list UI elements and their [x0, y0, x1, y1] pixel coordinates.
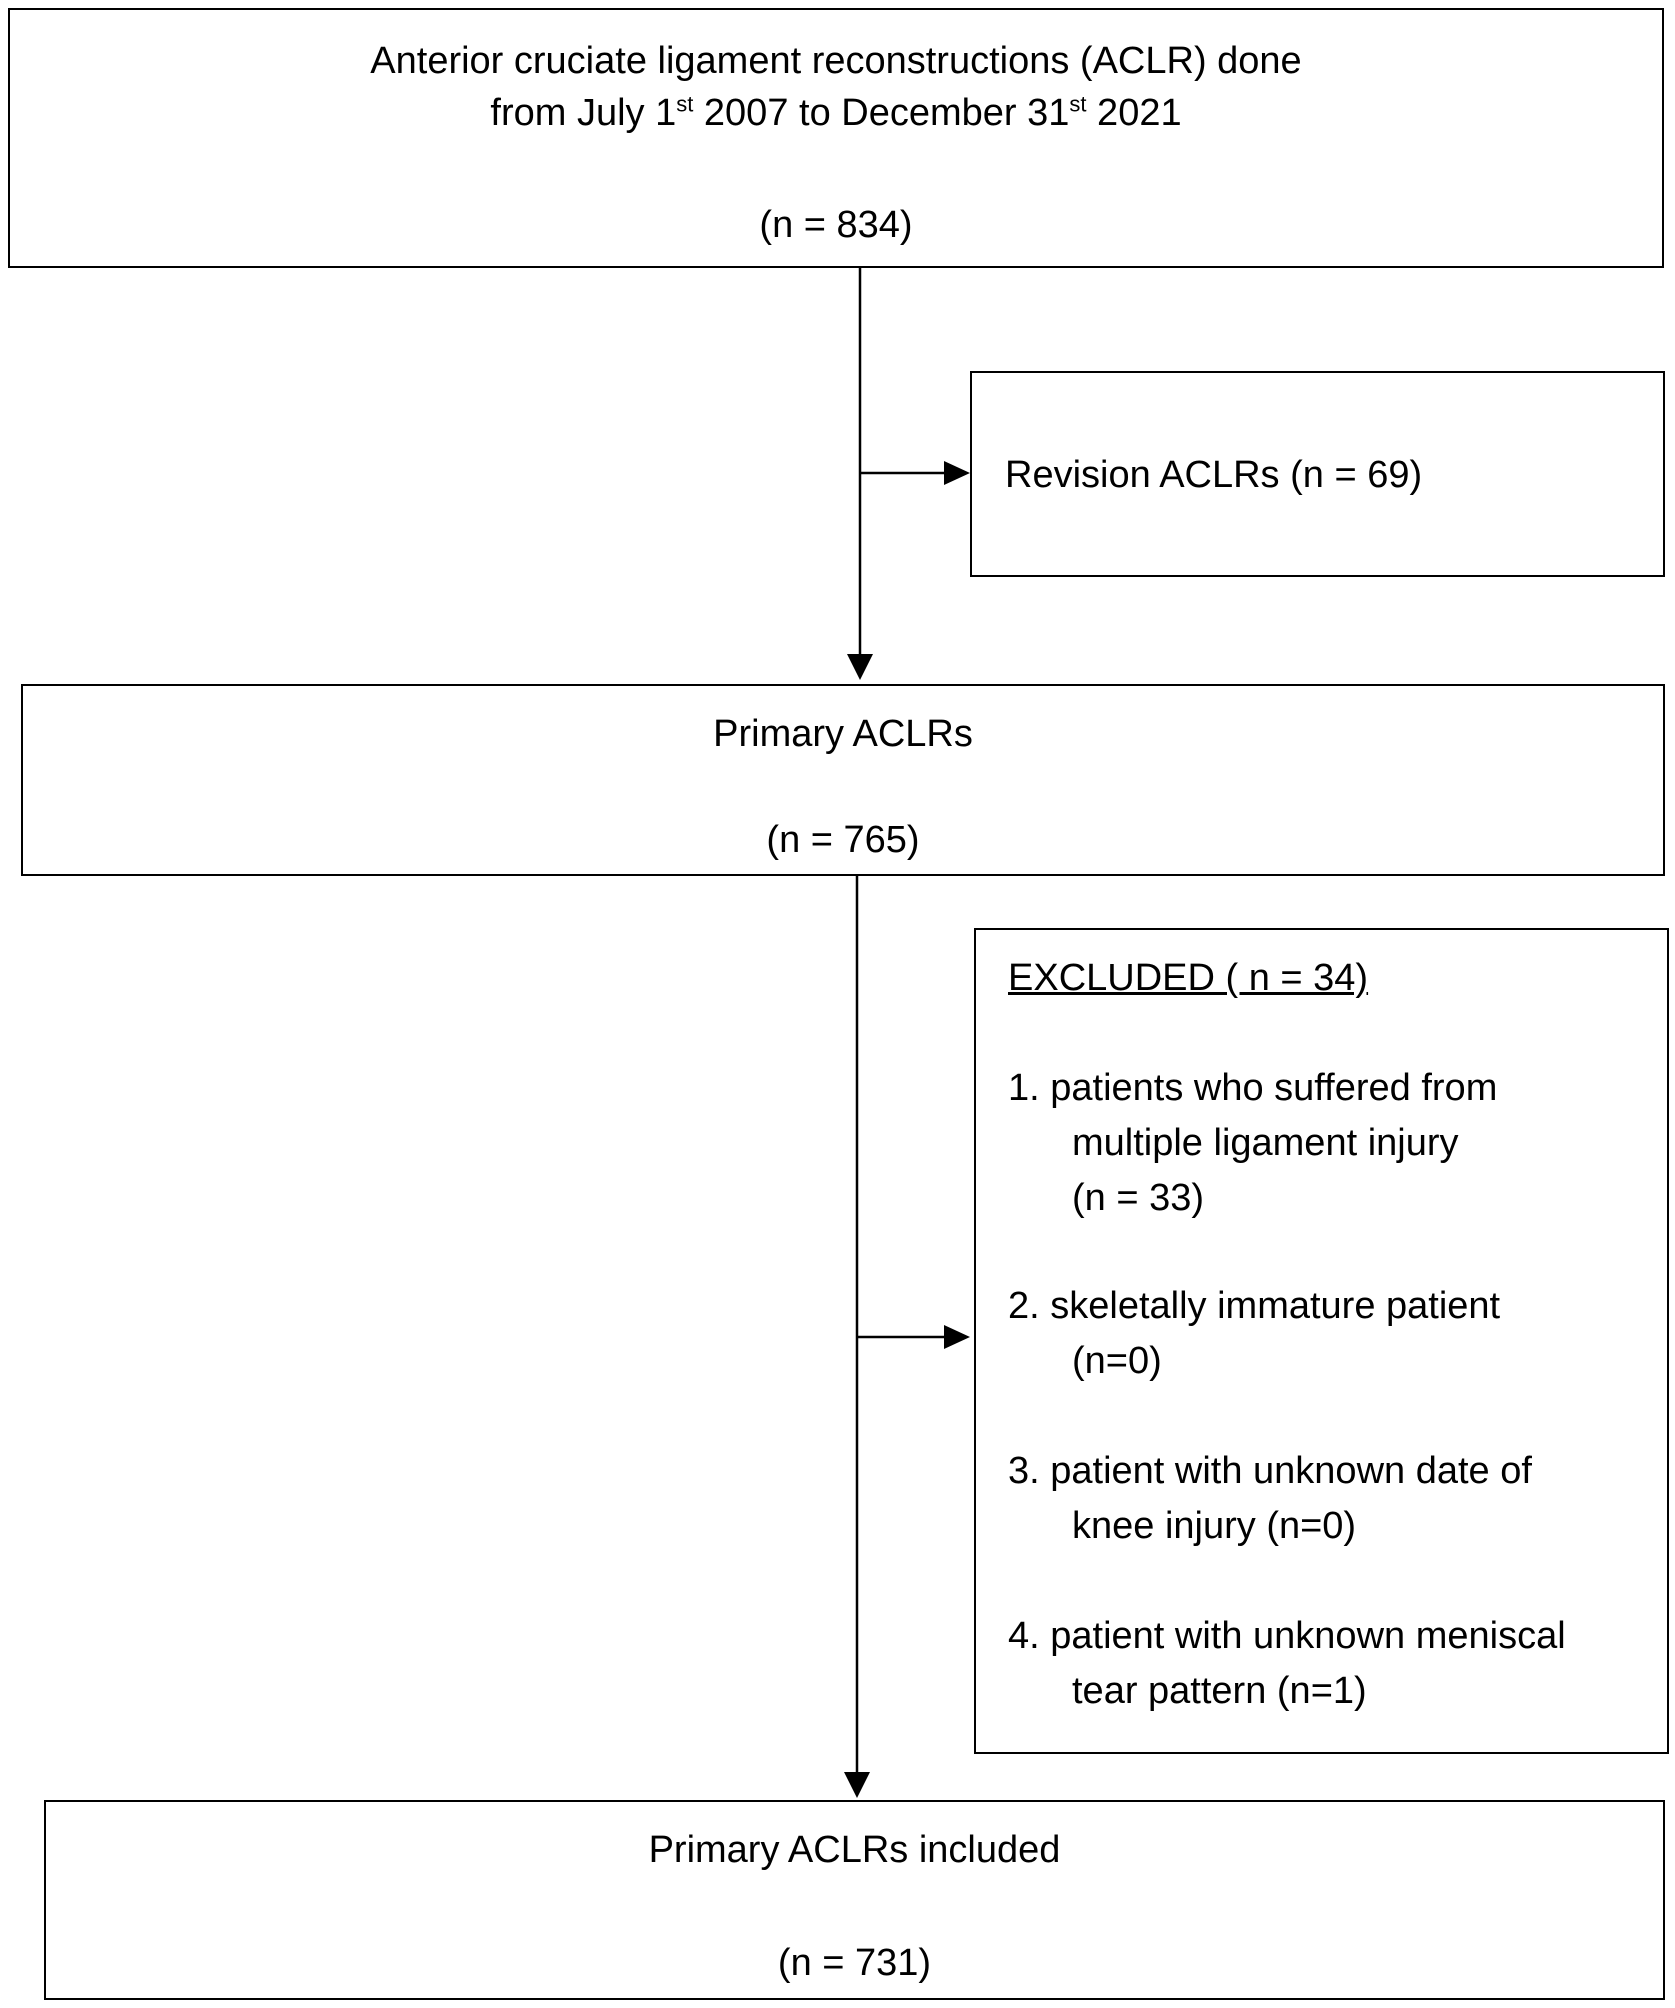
excluded-item-2-line-1: 2. skeletally immature patient	[1008, 1285, 1501, 1327]
excluded-item-3-line-1: 3. patient with unknown date of	[1008, 1450, 1532, 1492]
ordinal-suffix-end: st	[1069, 91, 1087, 117]
total-title-line1: Anterior cruciate ligament reconstructio…	[370, 40, 1302, 82]
excluded-item-1-line-1: 1. patients who suffered from	[1008, 1067, 1498, 1109]
included-aclr-box: Primary ACLRs included (n = 731)	[44, 1800, 1665, 2000]
excluded-item-1-line-3: (n = 33)	[1072, 1177, 1205, 1219]
primary-count: (n = 765)	[766, 819, 920, 861]
arrowhead-excluded	[944, 1325, 970, 1349]
included-count: (n = 731)	[777, 1942, 932, 1984]
date-range-start: from July 1	[490, 92, 677, 134]
included-title: Primary ACLRs included	[648, 1829, 1061, 1871]
total-count: (n = 834)	[759, 204, 913, 246]
excluded-item-1-line-2: multiple ligament injury	[1072, 1122, 1459, 1164]
total-title-line2: from July 1st 2007 to December 31st 2021	[10, 87, 1662, 139]
revision-aclr-box: Revision ACLRs (n = 69)	[970, 371, 1665, 577]
excluded-item-2-line-2: (n=0)	[1072, 1340, 1162, 1382]
excluded-item-4-line-2: tear pattern (n=1)	[1072, 1670, 1367, 1712]
arrowhead-revision	[944, 461, 970, 485]
total-aclr-box: Anterior cruciate ligament reconstructio…	[8, 8, 1664, 268]
date-range-middle: 2007 to December 31	[693, 92, 1070, 134]
primary-title: Primary ACLRs	[713, 713, 973, 755]
excluded-box: EXCLUDED ( n = 34) 1. patients who suffe…	[974, 928, 1669, 1754]
date-range-end: 2021	[1086, 92, 1182, 134]
excluded-item-4-line-1: 4. patient with unknown meniscal	[1008, 1615, 1566, 1657]
ordinal-suffix-start: st	[676, 91, 694, 117]
arrowhead-primary	[847, 654, 873, 680]
arrowhead-included	[844, 1772, 870, 1798]
excluded-item-3-line-2: knee injury (n=0)	[1072, 1505, 1357, 1547]
revision-label: Revision ACLRs (n = 69)	[1005, 454, 1423, 496]
primary-aclr-box: Primary ACLRs (n = 765)	[21, 684, 1665, 876]
excluded-heading: EXCLUDED ( n = 34)	[1008, 957, 1369, 999]
